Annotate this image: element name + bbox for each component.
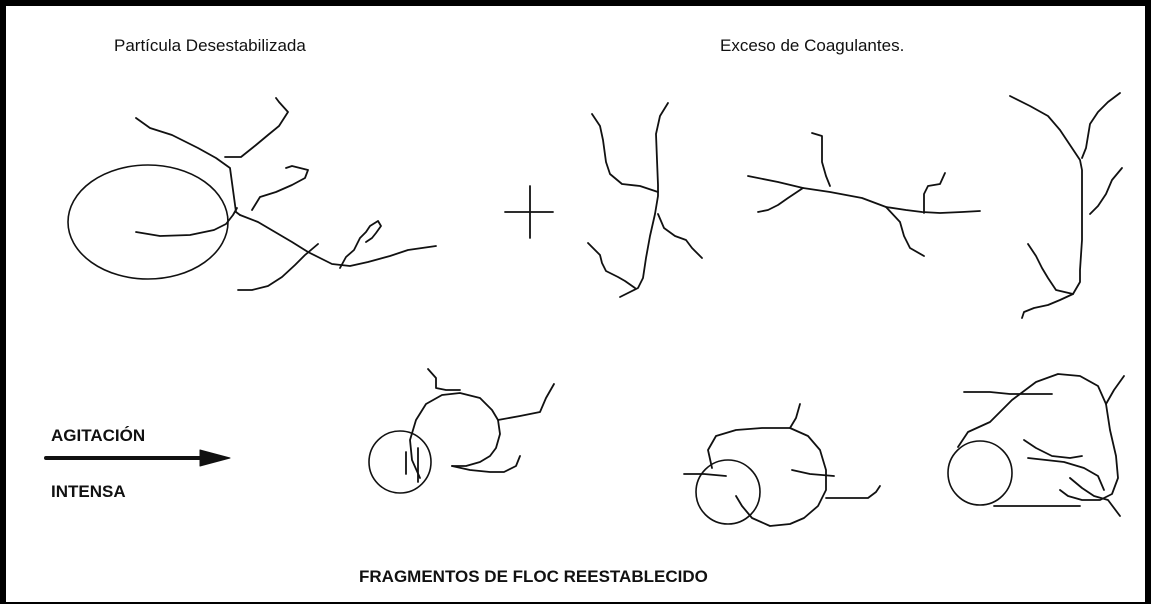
particle-ellipse	[67, 164, 229, 280]
label-intense: INTENSA	[51, 482, 126, 501]
label-excess-coagulants: Exceso de Coagulantes.	[720, 36, 905, 55]
floc-fragment-2	[683, 403, 881, 527]
floc-fragment-1	[368, 368, 555, 494]
polymer-chain	[339, 220, 382, 269]
polymer-chain	[239, 214, 437, 267]
polymer-chain	[135, 117, 241, 216]
coagulant-chain-3	[1009, 92, 1123, 319]
coagulant-chain-1	[587, 102, 703, 298]
polymer-chain	[135, 207, 238, 237]
coagulant-chain-2	[747, 132, 981, 257]
destabilized-particle	[67, 97, 437, 291]
polymer-chain	[251, 165, 309, 211]
right-arrow-icon	[44, 449, 231, 467]
polymer-chain	[237, 243, 319, 291]
plus-icon	[504, 185, 554, 239]
label-destabilized-particle: Partícula Desestabilizada	[114, 36, 306, 55]
caption-reestablished-floc-fragments: FRAGMENTOS DE FLOC REESTABLECIDO	[359, 567, 708, 586]
polymer-chain	[224, 97, 289, 158]
floc-fragment-3	[947, 373, 1125, 517]
label-agitation: AGITACIÓN	[51, 426, 146, 445]
